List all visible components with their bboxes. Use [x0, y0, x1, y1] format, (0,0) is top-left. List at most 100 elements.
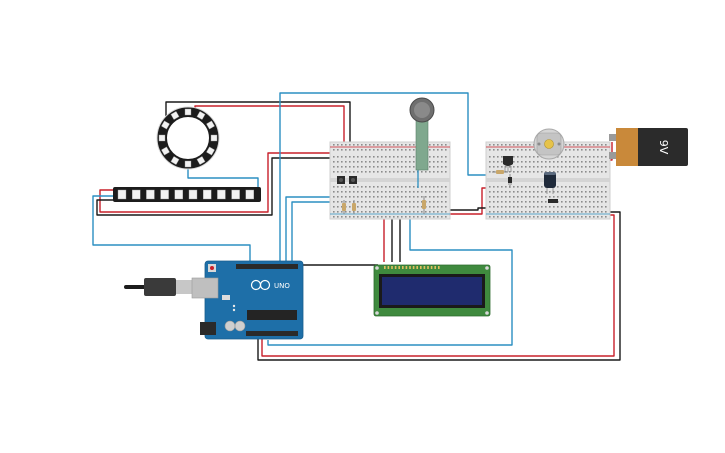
breadboard-hole [533, 166, 535, 168]
breadboard-hole [513, 156, 515, 158]
breadboard-hole [533, 191, 535, 193]
breadboard-hole [381, 161, 383, 163]
breadboard-hole [517, 191, 519, 193]
lcd-display[interactable] [373, 264, 491, 317]
breadboard-hole [385, 186, 387, 188]
breadboard-hole [337, 156, 339, 158]
breadboard-hole [381, 206, 383, 208]
breadboard-hole [405, 186, 407, 188]
breadboard-hole [397, 211, 399, 213]
breadboard-hole [565, 191, 567, 193]
resistor-1[interactable] [342, 200, 346, 214]
breadboard-hole [345, 201, 347, 203]
resistor-2[interactable] [352, 200, 356, 214]
breadboard-hole [545, 161, 547, 163]
lcd-pin [387, 266, 390, 269]
breadboard-main[interactable] [329, 141, 451, 220]
breadboard-hole [417, 196, 419, 198]
lcd-pin [438, 266, 440, 269]
arduino-uno[interactable]: UNO [124, 260, 304, 340]
breadboard-hole [585, 186, 587, 188]
breadboard-hole [353, 156, 355, 158]
breadboard-hole [437, 156, 439, 158]
breadboard-hole [605, 161, 607, 163]
lcd-pin [405, 266, 408, 269]
breadboard-hole [577, 171, 579, 173]
breadboard-hole [409, 211, 411, 213]
breadboard-hole [385, 196, 387, 198]
breadboard-hole [365, 211, 367, 213]
breadboard-hole [393, 171, 395, 173]
breadboard-hole [429, 196, 431, 198]
arduino-logo-icon [250, 279, 271, 291]
transistor[interactable] [503, 156, 513, 172]
breadboard-hole [597, 186, 599, 188]
wire-lcd-blue [267, 213, 513, 346]
breadboard-hole [557, 211, 559, 213]
breadboard-hole [497, 144, 499, 146]
breadboard-hole [509, 166, 511, 168]
force-sensor[interactable] [409, 97, 435, 171]
breadboard-hole [493, 206, 495, 208]
breadboard-hole [385, 191, 387, 193]
breadboard-hole [561, 206, 563, 208]
ring-led [170, 111, 180, 120]
dc-motor[interactable] [533, 128, 565, 160]
breadboard-hole [373, 166, 375, 168]
breadboard-hole [381, 144, 383, 146]
breadboard-hole [601, 156, 603, 158]
battery-9v[interactable]: 9V [609, 128, 688, 166]
breadboard-hole [501, 156, 503, 158]
breadboard-hole [349, 161, 351, 163]
breadboard-hole [501, 211, 503, 213]
breadboard-hole [413, 211, 415, 213]
pushbutton-1[interactable] [337, 176, 345, 184]
pushbutton-2[interactable] [349, 176, 357, 184]
breadboard-hole [361, 156, 363, 158]
breadboard-hole [393, 161, 395, 163]
breadboard-hole [437, 201, 439, 203]
resistor-4[interactable] [492, 170, 508, 174]
breadboard-hole [561, 161, 563, 163]
breadboard-hole [445, 156, 447, 158]
breadboard-hole [381, 186, 383, 188]
breadboard-hole [361, 191, 363, 193]
breadboard-hole [513, 149, 515, 151]
resistor-3[interactable] [422, 196, 426, 214]
breadboard-hole [537, 171, 539, 173]
capacitor[interactable] [544, 172, 556, 194]
lcd-pin [427, 266, 429, 269]
breadboard-hole [605, 156, 607, 158]
breadboard-hole [537, 191, 539, 193]
diode-2[interactable] [548, 199, 558, 203]
lcd-pin [423, 266, 426, 269]
breadboard-hole [573, 144, 575, 146]
breadboard-hole [569, 211, 571, 213]
breadboard-hole [401, 186, 403, 188]
breadboard-hole [389, 216, 391, 218]
breadboard-hole [365, 216, 367, 218]
wire-fsr-blue [279, 92, 490, 262]
neopixel-strip[interactable] [113, 187, 261, 202]
breadboard-hole [357, 149, 359, 151]
breadboard-hole [341, 196, 343, 198]
breadboard-hole [569, 171, 571, 173]
neopixel-ring[interactable] [156, 106, 220, 170]
breadboard-hole [565, 149, 567, 151]
breadboard-hole [517, 149, 519, 151]
breadboard-hole [345, 161, 347, 163]
breadboard-hole [445, 186, 447, 188]
diode[interactable] [508, 174, 512, 188]
breadboard-hole [589, 156, 591, 158]
breadboard-hole [581, 156, 583, 158]
breadboard-hole [509, 216, 511, 218]
breadboard-power[interactable] [485, 141, 611, 220]
breadboard-hole [413, 191, 415, 193]
wire-strip-red [99, 152, 356, 213]
breadboard-hole [545, 191, 547, 193]
breadboard-hole [393, 166, 395, 168]
breadboard-hole [413, 206, 415, 208]
breadboard-hole [441, 144, 443, 146]
breadboard-hole [553, 171, 555, 173]
